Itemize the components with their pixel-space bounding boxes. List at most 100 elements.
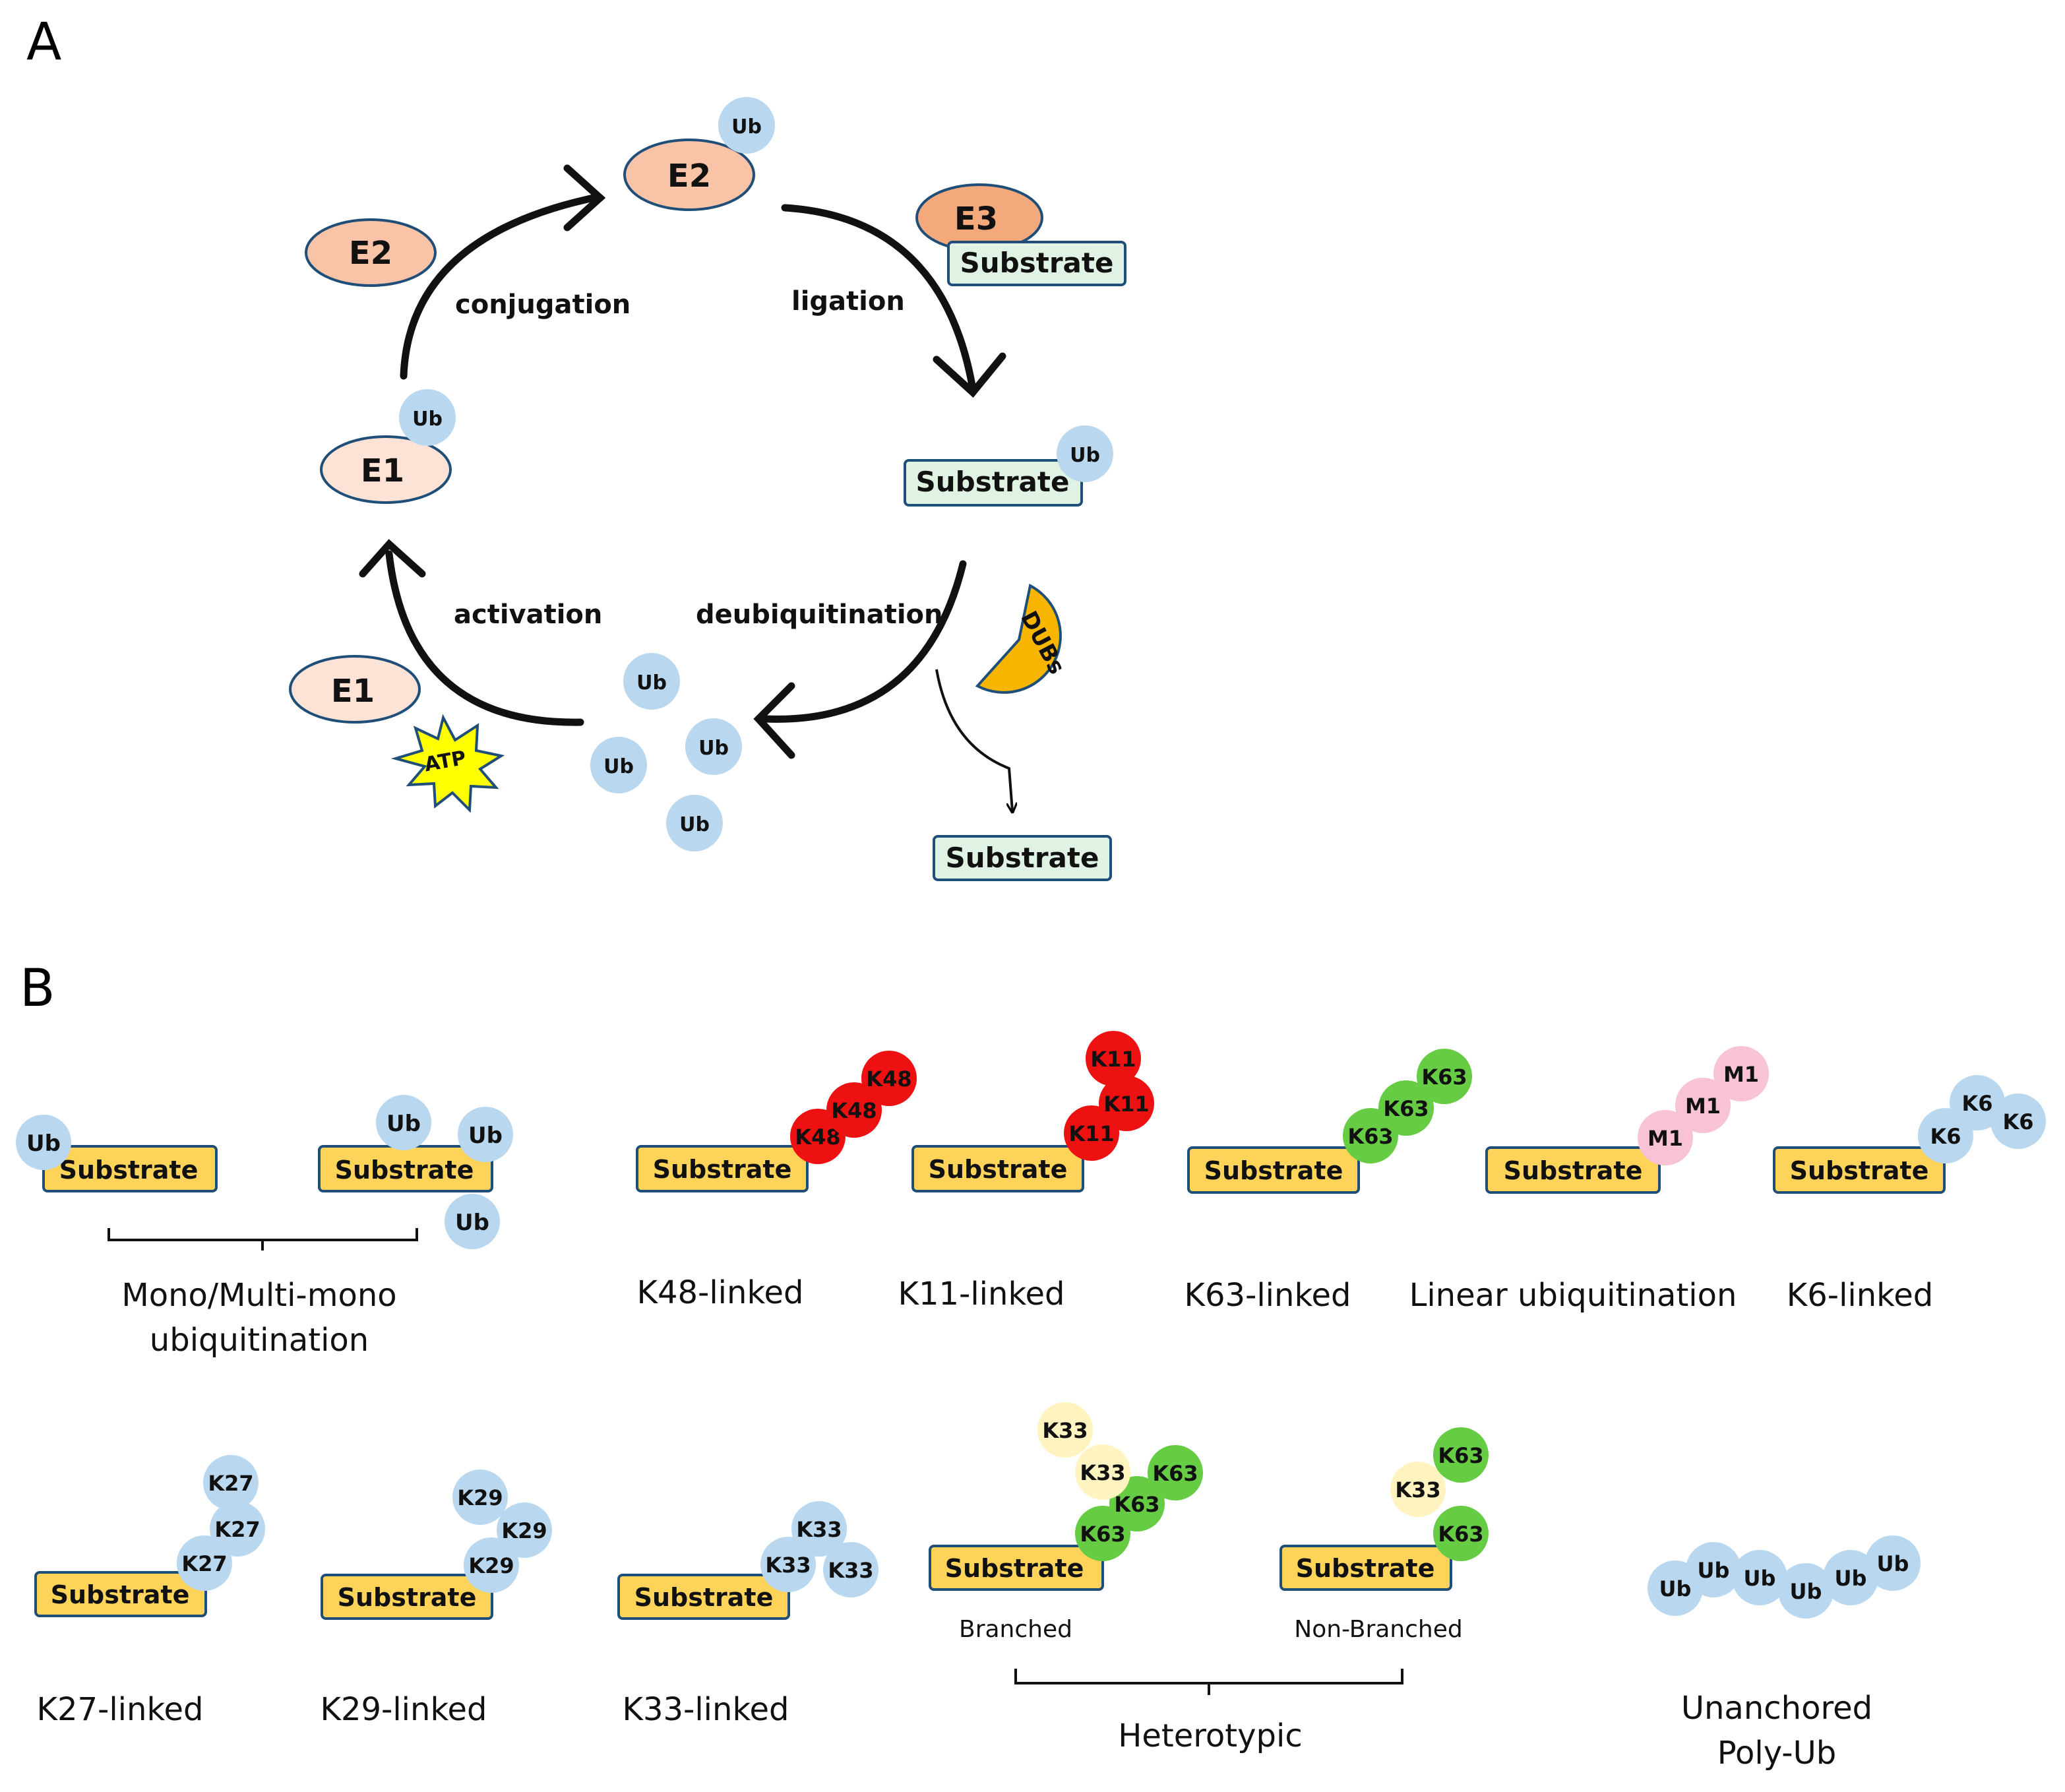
ub-circle xyxy=(16,1115,71,1170)
svg-text:K27: K27 xyxy=(208,1471,253,1496)
svg-text:Ub: Ub xyxy=(1835,1566,1867,1591)
k33-ub-circle xyxy=(823,1542,878,1597)
svg-text:K29: K29 xyxy=(501,1518,547,1543)
bracket-heterotypic xyxy=(1014,1669,1403,1695)
ub-circle xyxy=(666,795,723,851)
k48-linked-chain: Substrate K48 K48 K48 xyxy=(636,1051,917,1192)
svg-text:Ub: Ub xyxy=(698,737,729,760)
svg-text:K27: K27 xyxy=(214,1517,260,1542)
activation-arrow xyxy=(385,550,584,726)
ub-circle xyxy=(399,389,456,446)
ub-circle xyxy=(458,1107,513,1162)
released-substrate: Substrate xyxy=(933,835,1112,881)
k29-ub-circle xyxy=(452,1469,508,1525)
m1-ub-circle xyxy=(1713,1046,1769,1101)
svg-text:Ub: Ub xyxy=(1070,444,1100,467)
svg-text:K63: K63 xyxy=(1383,1096,1429,1121)
caption-k29: K29-linked xyxy=(320,1691,487,1728)
e1-ub-complex: E1 Ub xyxy=(320,389,456,504)
ub-circle xyxy=(718,97,775,154)
atp-burst: ATP xyxy=(390,714,505,813)
svg-text:Substrate: Substrate xyxy=(59,1156,199,1185)
k63-ub-circle xyxy=(1417,1049,1472,1104)
k63-ub-circle xyxy=(1148,1445,1203,1500)
cycle-arrows xyxy=(359,164,1006,759)
m1-ub-circle xyxy=(1638,1110,1693,1165)
svg-text:Substrate: Substrate xyxy=(653,1155,792,1184)
conjugation-arrowhead xyxy=(563,164,606,232)
svg-text:Substrate: Substrate xyxy=(929,1155,1068,1184)
svg-text:K11: K11 xyxy=(1090,1047,1136,1072)
ub-circle xyxy=(1865,1535,1921,1591)
svg-text:Ub: Ub xyxy=(468,1123,503,1149)
svg-text:Ub: Ub xyxy=(679,813,710,836)
svg-text:Substrate: Substrate xyxy=(1504,1156,1643,1185)
label-activation: activation xyxy=(454,600,602,630)
svg-text:Ub: Ub xyxy=(603,755,634,778)
svg-text:E2: E2 xyxy=(667,158,711,195)
caption-k48: K48-linked xyxy=(636,1274,803,1311)
ub-circle xyxy=(685,718,742,775)
k33-linked-chain: Substrate K33 K33 K33 xyxy=(617,1501,878,1620)
svg-text:K63: K63 xyxy=(1347,1124,1393,1149)
label-ligation: ligation xyxy=(791,286,905,317)
k63-ub-circle xyxy=(1433,1427,1489,1483)
heterotypic-nonbranched-chain: Substrate K63 K33 K63 xyxy=(1279,1427,1489,1591)
svg-text:Substrate: Substrate xyxy=(338,1583,477,1612)
svg-text:K33: K33 xyxy=(1042,1418,1088,1443)
k11-ub-circle xyxy=(1099,1076,1154,1131)
heterotypic-branched-chain: Substrate K63 K63 K63 K33 K33 xyxy=(929,1402,1203,1591)
caption-nonbranched: Non-Branched xyxy=(1294,1616,1462,1643)
k29-ub-circle xyxy=(464,1537,519,1593)
svg-text:K33: K33 xyxy=(828,1558,873,1583)
e3-substrate-complex: E3 Substrate xyxy=(915,183,1126,286)
svg-text:Ub: Ub xyxy=(1698,1558,1730,1583)
activation-arrowhead xyxy=(359,539,426,578)
ub-circle xyxy=(1778,1563,1834,1619)
svg-text:Substrate: Substrate xyxy=(634,1583,774,1612)
ub-circle xyxy=(623,653,680,710)
svg-text:Ub: Ub xyxy=(1790,1579,1822,1604)
caption-linear: Linear ubiquitination xyxy=(1409,1277,1737,1314)
svg-text:K63: K63 xyxy=(1080,1522,1125,1547)
svg-text:Ub: Ub xyxy=(386,1111,421,1137)
caption-mono-2: ubiquitination xyxy=(150,1322,369,1359)
k27-ub-circle xyxy=(210,1501,265,1557)
svg-text:Ub: Ub xyxy=(412,408,443,431)
k11-ub-circle xyxy=(1086,1031,1141,1086)
multi-mono-ubiquitination: Substrate Ub Ub Ub xyxy=(318,1095,513,1249)
free-ub: Ub Ub Ub Ub xyxy=(590,653,742,851)
svg-text:E1: E1 xyxy=(361,452,404,489)
svg-text:Substrate: Substrate xyxy=(1296,1554,1435,1583)
svg-text:K63: K63 xyxy=(1421,1065,1467,1090)
e2-ub-complex: E2 Ub xyxy=(623,97,775,211)
e2-free: E2 xyxy=(305,218,437,287)
caption-k63: K63-linked xyxy=(1184,1277,1351,1314)
e1-free: E1 xyxy=(289,655,421,724)
svg-text:K63: K63 xyxy=(1114,1492,1159,1517)
k33-ub-circle xyxy=(1390,1462,1446,1517)
svg-text:E2: E2 xyxy=(349,235,392,272)
conjugation-arrow xyxy=(400,194,598,380)
svg-text:K63: K63 xyxy=(1152,1461,1198,1486)
k29-ub-circle xyxy=(497,1502,552,1558)
mono-ubiquitination: Substrate Ub xyxy=(16,1115,218,1192)
svg-text:Substrate: Substrate xyxy=(51,1580,190,1609)
caption-k11: K11-linked xyxy=(898,1276,1064,1313)
svg-text:Substrate: Substrate xyxy=(1204,1156,1343,1185)
svg-text:K33: K33 xyxy=(1080,1460,1125,1485)
svg-text:Substrate: Substrate xyxy=(335,1156,474,1185)
svg-text:Substrate: Substrate xyxy=(946,842,1099,874)
k27-ub-circle xyxy=(177,1535,232,1591)
k6-linked-chain: Substrate K6 K6 K6 xyxy=(1773,1075,2046,1194)
caption-heterotypic: Heterotypic xyxy=(1118,1717,1302,1754)
ub-circle xyxy=(1732,1550,1787,1605)
deubiquitination-arrowhead xyxy=(753,682,795,759)
svg-text:M1: M1 xyxy=(1685,1094,1721,1119)
svg-text:K33: K33 xyxy=(765,1553,811,1578)
ub-circle xyxy=(590,737,647,793)
caption-k27: K27-linked xyxy=(36,1691,203,1728)
k11-linked-chain: Substrate K11 K11 K11 xyxy=(911,1031,1154,1192)
svg-text:K48: K48 xyxy=(866,1066,911,1092)
